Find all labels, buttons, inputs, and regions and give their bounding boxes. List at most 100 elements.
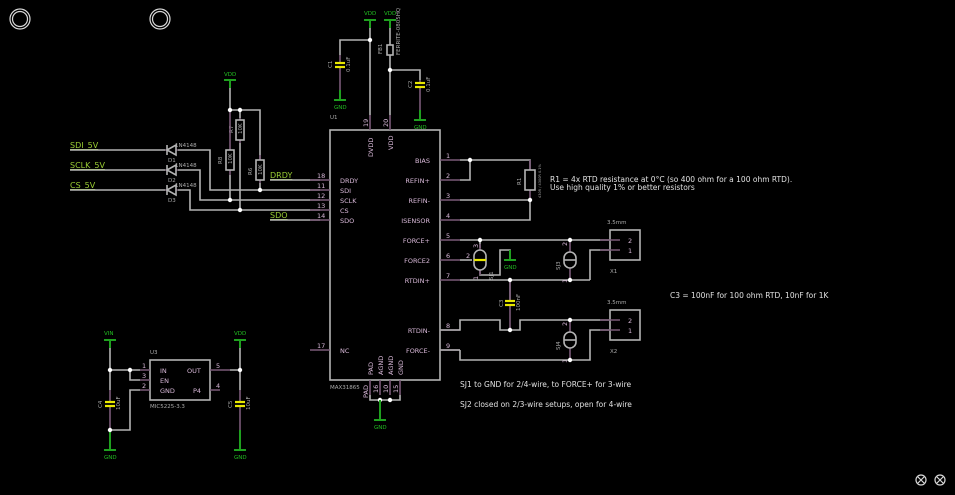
wire-pullup-rail [229,88,261,160]
wire-vin [109,348,140,390]
svg-text:1: 1 [142,362,146,370]
svg-text:SJ1: SJ1 [489,271,495,280]
svg-text:C5: C5 [228,400,234,408]
svg-text:PAD: PAD [367,362,375,375]
svg-text:3.5mm: 3.5mm [607,300,626,306]
net-label-drdy[interactable]: DRDY [270,171,292,180]
svg-text:MAX31865: MAX31865 [330,385,360,391]
supply-gnd-c1: GND [334,90,347,111]
svg-text:CS_5V: CS_5V [70,181,96,190]
junctions-r1 [467,157,533,203]
wire-u1-gnd [369,395,401,412]
svg-text:1: 1 [446,152,450,160]
diode-d3[interactable]: 1N4148 D3 [165,183,197,204]
svg-text:SDI: SDI [340,187,351,195]
svg-text:SJ3: SJ3 [556,261,562,270]
svg-text:12: 12 [317,192,325,200]
wire-x1-pin1 [589,249,610,280]
svg-text:X1: X1 [610,269,617,275]
svg-text:R6: R6 [248,167,254,175]
capacitor-c1[interactable]: C1 0.1uF [328,55,352,90]
capacitor-c5[interactable]: C5 10uF [228,390,252,430]
svg-text:3: 3 [142,372,146,380]
connector-x1[interactable]: 3.5mm 2 1 X1 [600,220,641,275]
svg-text:U1: U1 [330,115,338,121]
net-label-sclk[interactable]: SCLK_5V [70,161,105,170]
svg-text:C1: C1 [328,61,334,68]
svg-text:430R / 4300R 0.1%: 430R / 4300R 0.1% [538,163,542,198]
wire-refin-minus [460,199,531,221]
junctions-pullups [227,107,263,213]
svg-text:2: 2 [561,242,569,246]
svg-text:2: 2 [561,322,569,326]
svg-text:SJ4: SJ4 [556,341,562,350]
junctions-rtd [477,237,573,363]
svg-text:1: 1 [628,327,632,335]
net-label-sdo[interactable]: SDO [270,211,288,220]
wire-rtdin-minus [440,319,610,331]
svg-text:VDD: VDD [224,72,236,78]
wire-u3-gnd [110,389,140,431]
svg-text:1: 1 [561,279,569,283]
diode-d2[interactable]: 1N4148 D2 [165,163,197,184]
svg-text:11: 11 [317,182,325,190]
net-label-cs[interactable]: CS_5V [70,181,96,190]
svg-text:7: 7 [446,272,450,280]
supply-gnd-c5: GND [234,430,247,461]
svg-text:SDI_5V: SDI_5V [70,141,99,150]
svg-text:15: 15 [392,385,400,393]
svg-text:EN: EN [160,377,169,385]
svg-text:FB1: FB1 [378,44,384,54]
wire-force-minus [440,329,610,361]
svg-text:FORCE+: FORCE+ [403,237,430,245]
svg-text:1: 1 [628,247,632,255]
svg-text:GND: GND [334,105,347,111]
svg-text:SCLK_5V: SCLK_5V [70,161,105,170]
svg-text:DRDY: DRDY [340,177,358,185]
ic-u3-regulator[interactable]: U3 MIC5225-3.3 1 3 2 IN EN GND 5 4 OUT P… [140,350,230,410]
capacitor-c2[interactable]: C2 0.1uF [408,77,432,110]
svg-text:D3: D3 [168,198,176,204]
svg-text:R1: R1 [517,178,523,185]
solder-jumper-sj4[interactable]: 2 1 SJ4 [556,320,577,363]
wire-cs [178,189,320,211]
capacitor-c4[interactable]: C4 10uF [98,390,122,430]
solder-jumper-sj1[interactable]: 3 2 1 SJ1 [466,244,495,280]
svg-text:NC: NC [340,347,350,355]
capacitor-c3[interactable]: C3 100nF [499,280,522,330]
svg-text:5: 5 [216,362,220,370]
svg-text:VDD: VDD [234,331,246,337]
svg-text:2: 2 [628,317,632,325]
resistor-r7[interactable]: 10K R7 [229,118,245,143]
diode-d1[interactable]: 1N4148 D1 [165,143,197,164]
svg-text:17: 17 [317,342,325,350]
svg-text:PAD: PAD [362,385,370,398]
supply-vdd-pullups: VDD [224,72,236,88]
svg-text:GND: GND [397,360,405,375]
resistor-r6[interactable]: 10K R6 [248,155,265,183]
svg-text:VIN: VIN [104,331,114,337]
svg-text:6: 6 [446,252,450,260]
resistor-r1[interactable]: R1 430R / 4300R 0.1% [517,160,542,200]
svg-text:C4: C4 [98,400,104,408]
svg-text:10uF: 10uF [246,396,252,410]
svg-text:2: 2 [142,382,146,390]
junctions-u3 [107,367,243,433]
svg-text:R1 = 4x RTD resistance at 0°C: R1 = 4x RTD resistance at 0°C (so 400 oh… [550,175,792,184]
wire-vdd-filtered [389,55,421,115]
fiducial-1-icon [915,474,927,486]
svg-text:U3: U3 [150,350,158,356]
svg-text:CS: CS [340,207,349,215]
solder-jumper-sj3[interactable]: 2 1 SJ3 [556,240,577,283]
svg-text:GND: GND [104,455,117,461]
connector-x2[interactable]: 3.5mm 2 1 X2 [600,300,641,355]
ic-u1-max31865[interactable]: U1 MAX31865 19 20 DVDD VDD 18 11 12 13 1… [310,115,460,398]
resistor-r8[interactable]: 10K R8 [218,110,235,175]
svg-text:20: 20 [382,119,390,127]
svg-text:VDD: VDD [387,136,395,150]
net-label-sdi[interactable]: SDI_5V [70,141,99,150]
supply-gnd-c2: GND [414,110,427,131]
svg-text:AGND: AGND [377,356,385,375]
svg-text:1N4148: 1N4148 [175,143,197,149]
svg-text:GND: GND [504,265,517,271]
